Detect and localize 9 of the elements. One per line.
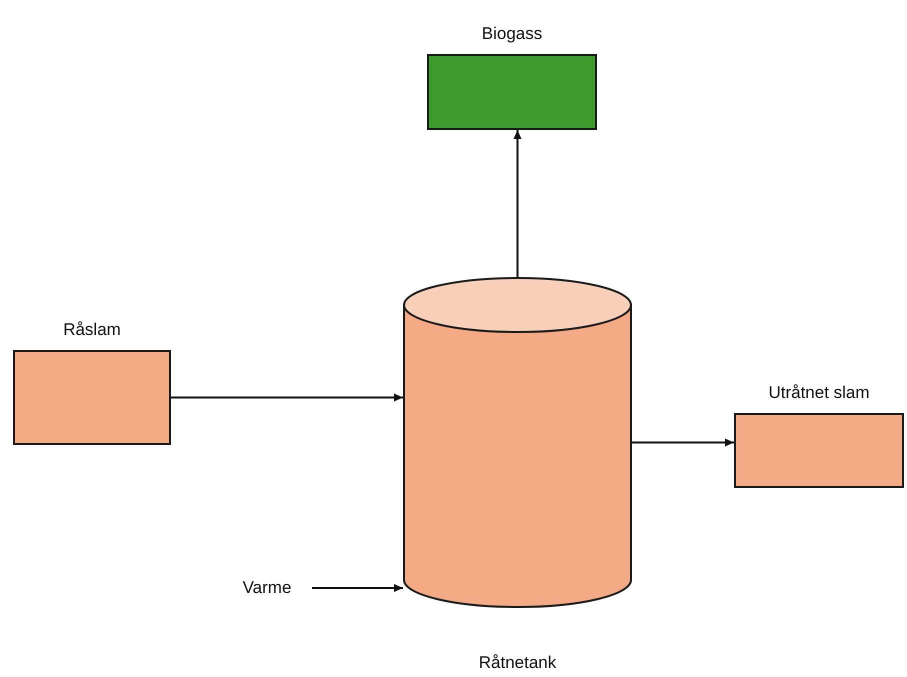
box-label: Råslam <box>63 320 121 340</box>
arrow <box>171 394 403 402</box>
box-label: Biogass <box>482 24 542 44</box>
box-label: Utråtnet slam <box>768 383 870 403</box>
arrow <box>632 438 734 446</box>
input-label: Varme <box>242 578 292 598</box>
arrow <box>312 584 403 592</box>
tank-label: Råtnetank <box>478 653 556 673</box>
arrow <box>514 130 522 277</box>
